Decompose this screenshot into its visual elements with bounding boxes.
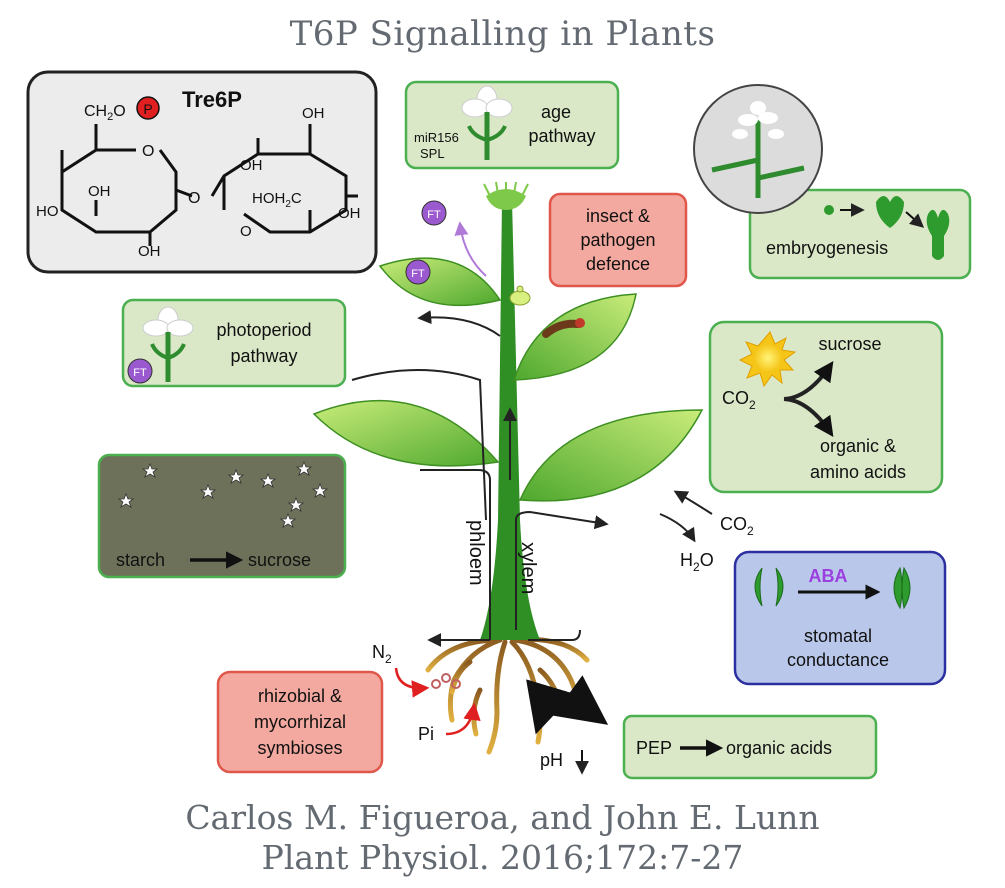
svg-text:pH: pH <box>540 750 563 770</box>
sun-icon <box>738 331 797 388</box>
upper-right-leaf <box>512 293 637 381</box>
svg-text:OH: OH <box>240 157 263 174</box>
photoperiod-pathway-box: FT photoperiod pathway <box>121 298 347 388</box>
photosynthesis-box: CO2 sucrose organic & amino acids <box>708 320 944 494</box>
tre6p-label: Tre6P <box>182 87 242 112</box>
svg-text:age: age <box>541 102 571 122</box>
svg-text:FT: FT <box>133 367 147 379</box>
svg-text:organic acids: organic acids <box>726 738 832 758</box>
svg-text:O: O <box>188 190 200 207</box>
left-sugar-ring <box>60 124 193 246</box>
svg-text:Pi: Pi <box>418 724 434 744</box>
svg-text:insect &: insect & <box>586 206 650 226</box>
svg-text:sucrose: sucrose <box>818 334 881 354</box>
svg-text:FT: FT <box>411 268 425 280</box>
tre6p-molecule-box: Tre6P CH2O P O O <box>26 70 378 274</box>
svg-text:CO2: CO2 <box>720 514 754 538</box>
svg-text:mycorrhizal: mycorrhizal <box>254 712 346 732</box>
svg-text:pathway: pathway <box>230 346 297 366</box>
svg-text:HO: HO <box>36 203 59 220</box>
phosphate-icon <box>136 96 160 120</box>
torpedo-embryo-icon <box>926 209 950 260</box>
svg-text:defence: defence <box>586 254 650 274</box>
svg-text:symbioses: symbioses <box>257 738 342 758</box>
svg-text:CH2O: CH2O <box>84 103 126 123</box>
svg-text:miR156: miR156 <box>414 130 459 145</box>
svg-text:organic &: organic & <box>820 436 896 456</box>
svg-text:phloem: phloem <box>465 520 487 586</box>
svg-text:OH: OH <box>302 105 325 122</box>
apical-bud <box>486 189 526 210</box>
globular-embryo-icon <box>824 205 834 215</box>
flower-icon <box>461 85 513 160</box>
lower-left-leaf <box>312 399 500 467</box>
upper-left-leaf <box>378 257 502 307</box>
ft-top-icon <box>421 200 447 226</box>
svg-text:O: O <box>240 223 252 240</box>
svg-text:pathway: pathway <box>528 126 595 146</box>
roots <box>425 636 590 755</box>
svg-text:HOH2C: HOH2C <box>252 190 302 210</box>
page-title: T6P Signalling in Plants <box>289 14 716 54</box>
svg-text:embryogenesis: embryogenesis <box>766 238 888 258</box>
aphid-icon <box>509 285 531 306</box>
svg-text:sucrose: sucrose <box>248 550 311 570</box>
ft-protein-icon <box>127 358 153 384</box>
svg-text:starch: starch <box>116 550 165 570</box>
svg-text:FT: FT <box>427 209 441 221</box>
star-icons <box>117 460 329 528</box>
insect-pathogen-box: insect & pathogen defence <box>548 192 688 288</box>
credit-authors: Carlos M. Figueroa, and John E. Lunn <box>185 798 820 837</box>
svg-text:PEP: PEP <box>636 738 672 758</box>
caterpillar-icon <box>542 318 585 338</box>
svg-text:photoperiod: photoperiod <box>216 320 311 340</box>
plant-illustration: FT FT phloem xylem CO2 H2O N2 Pi <box>312 181 754 775</box>
svg-text:OH: OH <box>138 243 161 260</box>
age-pathway-box: miR156 SPL age pathway <box>404 80 620 170</box>
svg-text:amino acids: amino acids <box>810 462 906 482</box>
svg-text:xylem: xylem <box>517 542 539 594</box>
pep-box: PEP organic acids <box>622 714 878 780</box>
svg-text:OH: OH <box>88 183 111 200</box>
svg-text:conductance: conductance <box>787 650 889 670</box>
svg-text:pathogen: pathogen <box>580 230 655 250</box>
svg-text:ABA: ABA <box>809 566 848 586</box>
svg-text:OH: OH <box>338 205 361 222</box>
svg-text:H2O: H2O <box>680 550 714 574</box>
lower-right-leaf <box>518 409 704 502</box>
ft-leaf-icon <box>405 259 431 285</box>
svg-text:O: O <box>142 143 154 160</box>
svg-text:rhizobial &: rhizobial & <box>258 686 342 706</box>
embryogenesis-box: embryogenesis <box>693 84 972 280</box>
svg-text:SPL: SPL <box>420 146 445 161</box>
credit-citation: Plant Physiol. 2016;172:7-27 <box>261 838 744 877</box>
rhizobia-icon <box>431 673 461 689</box>
svg-text:stomatal: stomatal <box>804 626 872 646</box>
heart-embryo-icon <box>876 196 904 228</box>
svg-text:N2: N2 <box>372 642 392 666</box>
night-starch-box: starch sucrose <box>97 453 347 579</box>
symbiosis-box: rhizobial & mycorrhizal symbioses <box>216 670 384 774</box>
svg-text:CO2: CO2 <box>722 388 756 412</box>
right-sugar-ring <box>210 124 358 234</box>
stomatal-conductance-box: ABA stomatal conductance <box>733 550 947 686</box>
svg-text:P: P <box>143 101 152 117</box>
